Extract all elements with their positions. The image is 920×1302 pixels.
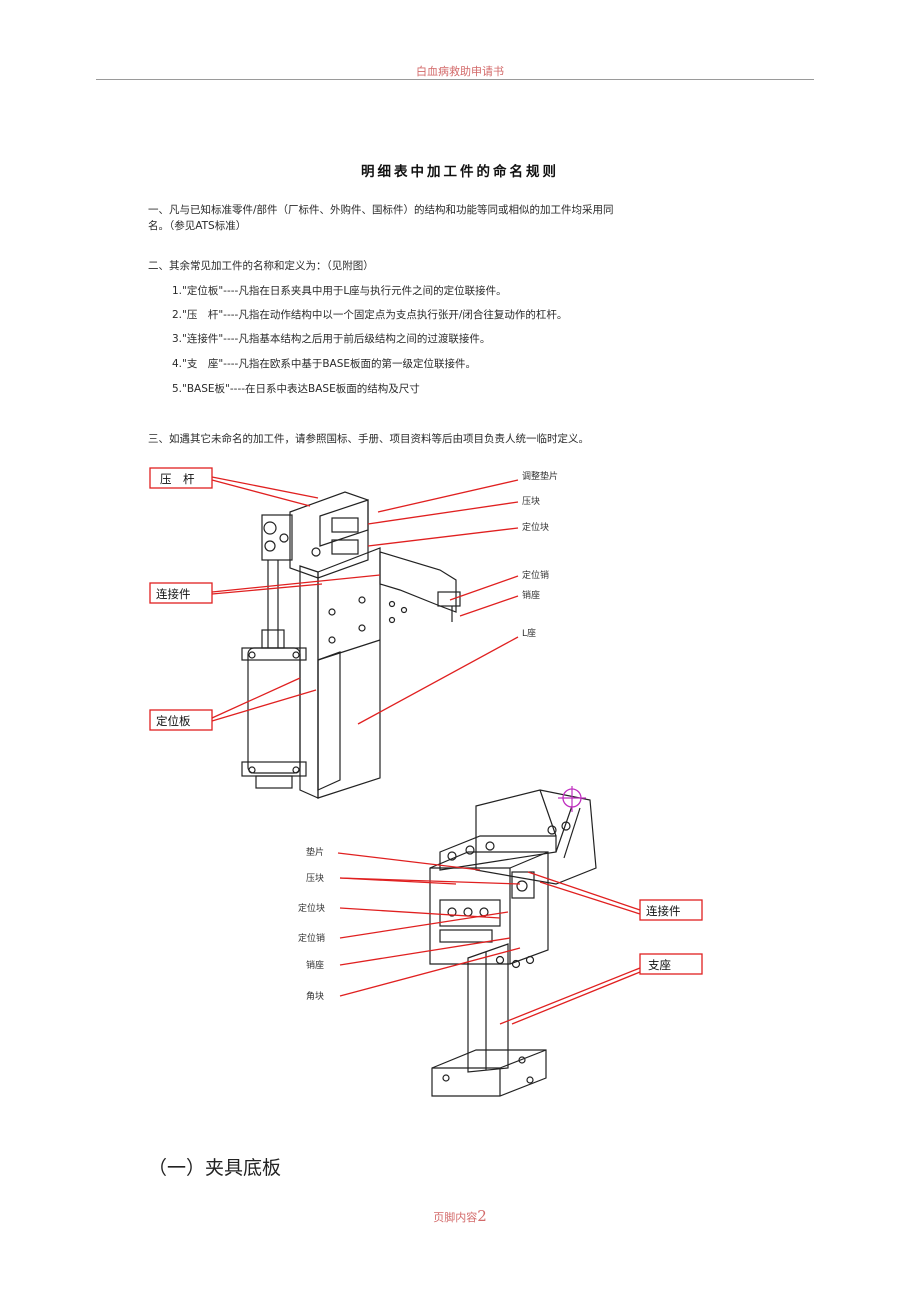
definition-item-4: 4."支 座"----凡指在欧系中基于BASE板面的第一级定位联接件。 xyxy=(172,358,477,370)
figure-2-labels: 垫片 压块 定位块 定位销 销座 角块 xyxy=(298,846,325,1002)
figure-1-drawing xyxy=(241,491,461,799)
handle-crosshair-icon xyxy=(558,786,586,812)
label-pin-seat: 销座 xyxy=(522,589,540,601)
definition-item-3: 3."连接件"----凡指基本结构之后用于前后级结构之间的过渡联接件。 xyxy=(172,333,491,345)
figure-2-leaders xyxy=(337,852,641,1025)
section-heading-fixture-base: （一）夹具底板 xyxy=(148,1157,282,1179)
label-connector-2: 连接件 xyxy=(646,904,681,918)
label-box-locating-plate xyxy=(149,709,213,731)
label-adjust-shim: 调整垫片 xyxy=(522,470,558,482)
page-header: 白血病救助申请书 xyxy=(416,65,504,78)
figure-1-boxed-labels: 压 杆 连接件 定位板 xyxy=(149,467,213,731)
label-locating-block: 定位块 xyxy=(522,521,549,533)
label-press-block: 压块 xyxy=(522,495,540,507)
label-box-connector-2 xyxy=(639,899,703,921)
figure-1-leaders xyxy=(211,476,519,725)
page-footer: 页脚内容2 xyxy=(0,1207,920,1225)
label-corner-block: 角块 xyxy=(306,990,324,1002)
page-number: 2 xyxy=(477,1207,487,1225)
label-pin-seat-2: 销座 xyxy=(306,959,324,971)
label-support: 支座 xyxy=(648,958,671,972)
definition-item-1: 1."定位板"----凡指在日系夹具中用于L座与执行元件之间的定位联接件。 xyxy=(172,285,507,297)
definition-item-2: 2."压 杆"----凡指在动作结构中以一个固定点为支点执行张开/闭合往复动作的… xyxy=(172,309,568,321)
section-2-intro: 二、其余常见加工件的名称和定义为：（见附图） xyxy=(148,260,374,272)
figure-2-boxed-labels: 连接件 支座 xyxy=(639,899,703,975)
document-title: 明细表中加工件的命名规则 xyxy=(361,164,559,180)
label-l-seat: L座 xyxy=(522,627,536,639)
section-1-line-1: 一、凡与已知标准零件/部件（厂标件、外购件、国标件）的结构和功能等同或相似的加工… xyxy=(148,204,614,216)
header-divider xyxy=(96,79,814,80)
label-press-lever: 压 杆 xyxy=(160,472,195,486)
section-3: 三、如遇其它未命名的加工件，请参照国标、手册、项目资料等后由项目负责人统一临时定… xyxy=(148,433,589,445)
label-locating-block-2: 定位块 xyxy=(298,902,325,914)
figure-1-labels: 调整垫片 压块 定位块 定位销 销座 L座 xyxy=(522,470,558,639)
section-1-line-2: 名。（参见ATS标准） xyxy=(148,220,247,232)
figure-2-drawing xyxy=(429,789,597,1097)
label-locating-pin-2: 定位销 xyxy=(298,932,325,944)
label-locating-plate: 定位板 xyxy=(156,714,191,728)
label-box-connector xyxy=(149,582,213,604)
footer-text: 页脚内容 xyxy=(433,1211,478,1224)
label-press-block-2: 压块 xyxy=(306,872,324,884)
label-connector: 连接件 xyxy=(156,587,191,601)
label-shim: 垫片 xyxy=(306,846,324,858)
label-box-support xyxy=(639,953,703,975)
label-locating-pin: 定位销 xyxy=(522,569,549,581)
definition-item-5: 5."BASE板"----在日系中表达BASE板面的结构及尺寸 xyxy=(172,383,420,395)
label-box-press-lever xyxy=(149,467,213,489)
